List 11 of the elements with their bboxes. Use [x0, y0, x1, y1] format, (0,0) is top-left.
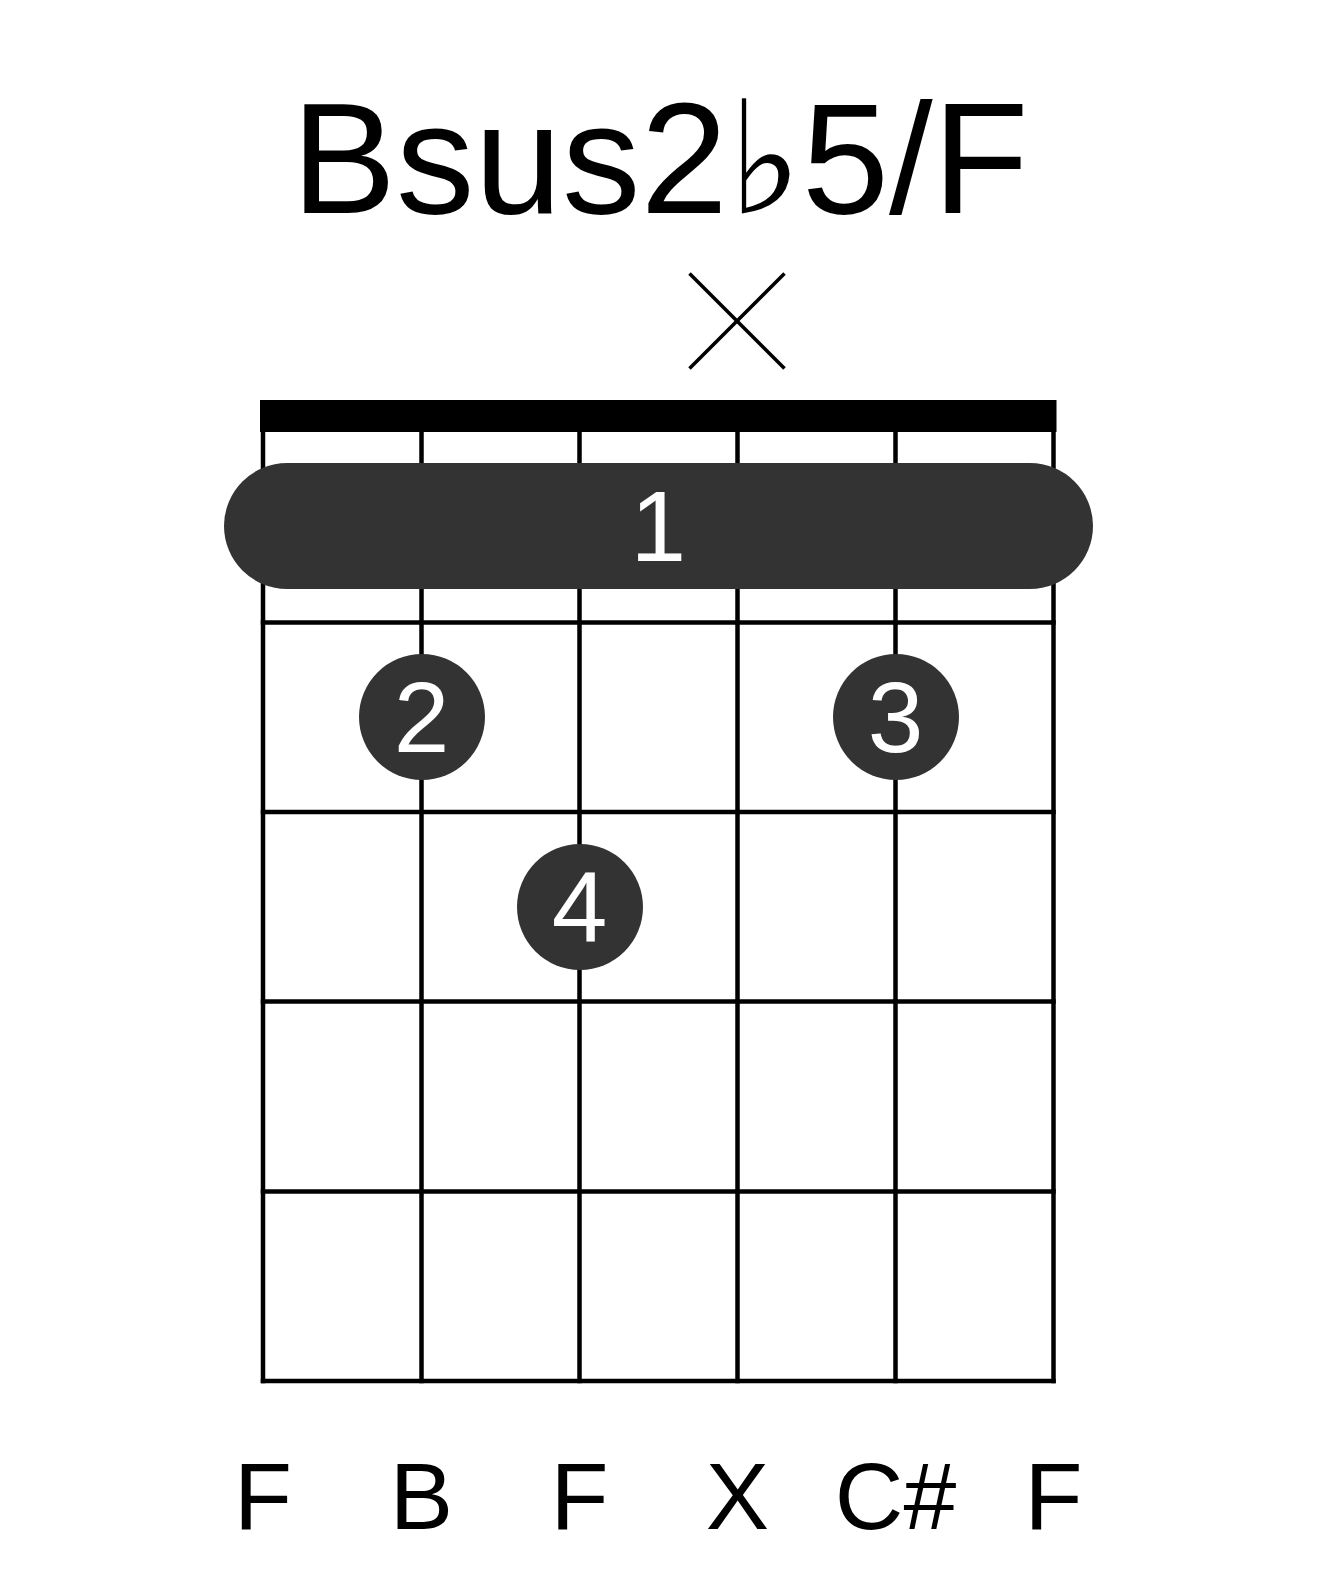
- string-note-label: B: [389, 1449, 454, 1544]
- chord-title: Bsus2♭5/F: [291, 80, 1029, 237]
- string-note-label: F: [234, 1449, 292, 1544]
- finger-number: 1: [630, 476, 687, 577]
- string-note-label: C#: [834, 1449, 957, 1544]
- finger-number: 3: [867, 667, 924, 768]
- string-note-label: X: [705, 1449, 770, 1544]
- string-note-label: F: [550, 1449, 609, 1544]
- finger-number: 2: [393, 667, 450, 768]
- string-note-label: F: [1024, 1449, 1083, 1544]
- finger-number: 4: [551, 856, 608, 957]
